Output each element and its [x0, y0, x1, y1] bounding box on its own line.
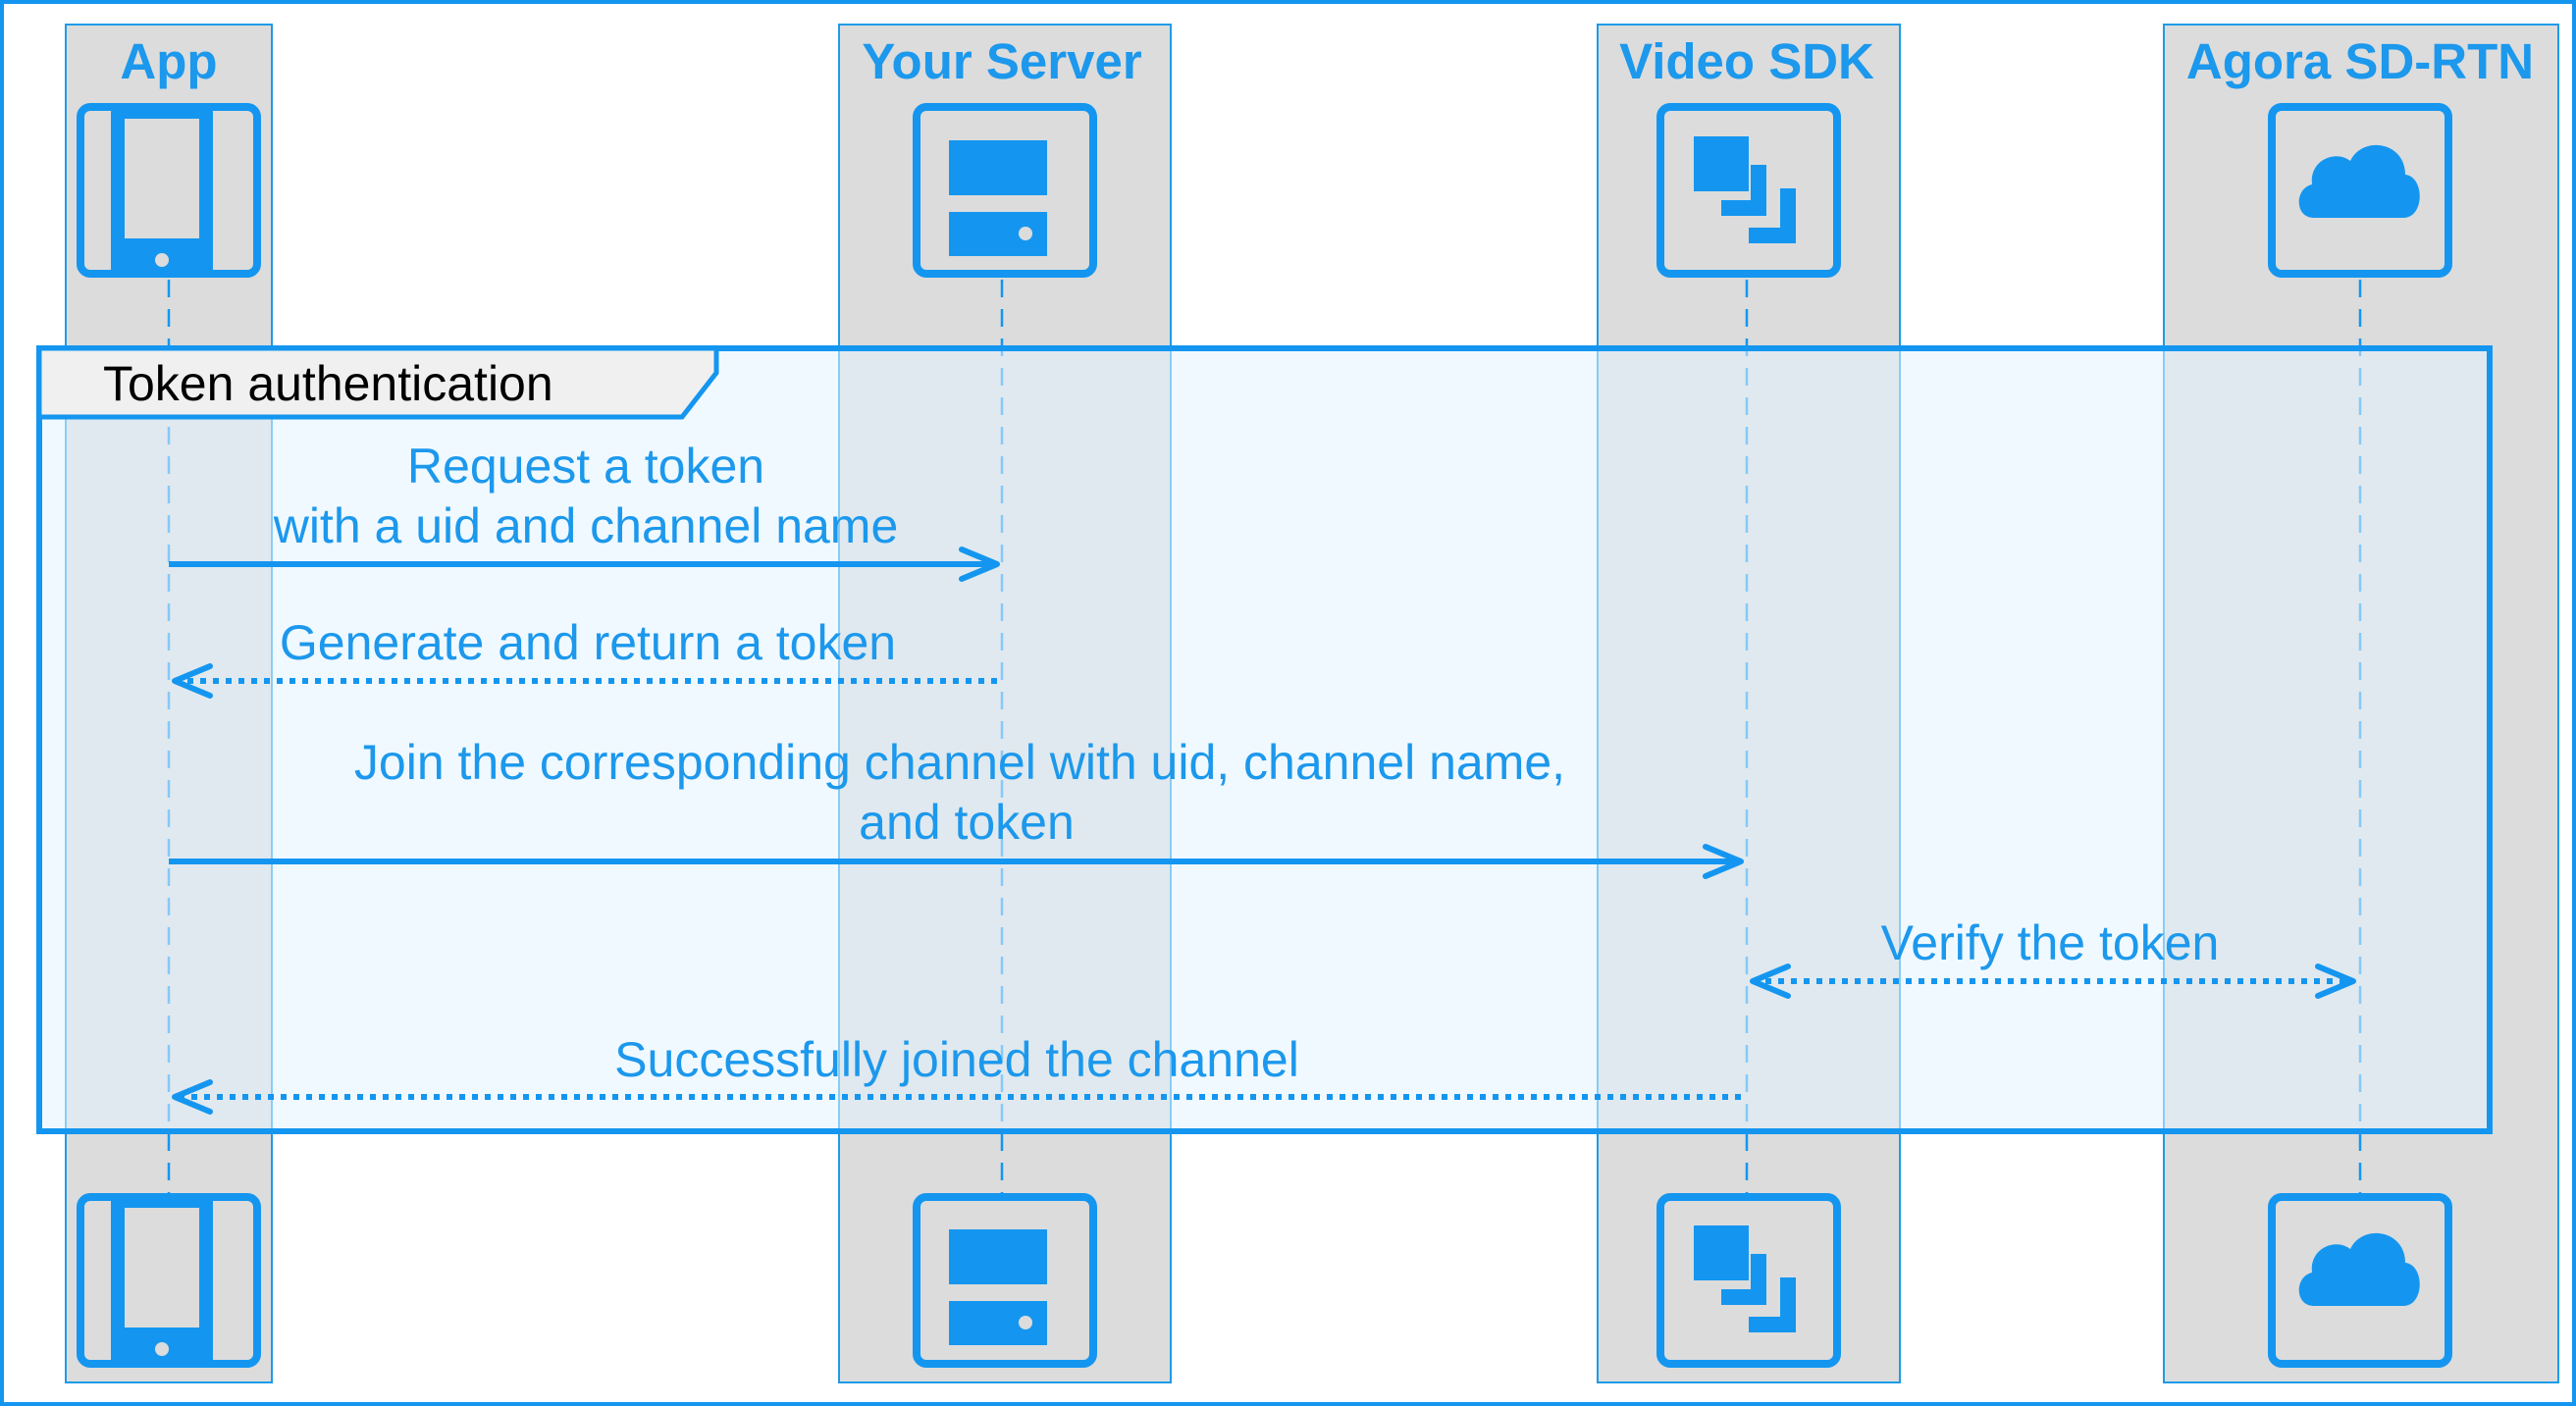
message-joined-channel: Successfully joined the channel: [172, 1032, 1741, 1115]
message-label-line: with a uid and channel name: [273, 498, 899, 553]
lane-title-server: Your Server: [862, 33, 1142, 89]
tablet-icon: [111, 105, 213, 278]
fragment-tab: [36, 345, 719, 420]
arrow-head: [172, 663, 213, 699]
message-label-line: Verify the token: [1881, 915, 2220, 970]
arrow-head: [172, 1079, 213, 1115]
arrow-head: [959, 547, 1000, 582]
message-label-line: Request a token: [407, 439, 764, 494]
tablet-icon: [111, 1194, 213, 1367]
arrow-head: [1703, 844, 1744, 879]
participant-server-bottom: [913, 1193, 1097, 1368]
message-label-line: Successfully joined the channel: [614, 1032, 1299, 1087]
arrow-head: [1750, 963, 1791, 999]
participant-app-top: [77, 103, 261, 278]
message-request-token: Request a token with a uid and channel n…: [169, 439, 1000, 582]
message-label-line: Join the corresponding channel with uid,…: [354, 735, 1565, 790]
participant-app-bottom: [77, 1193, 261, 1368]
arrow-head: [2315, 963, 2356, 999]
fragment-box: [36, 345, 2493, 1134]
message-label-line: Generate and return a token: [280, 615, 896, 670]
participant-rtn-bottom: [2268, 1193, 2452, 1368]
message-label-line: and token: [859, 795, 1075, 850]
lane-title-sdk: Video SDK: [1619, 33, 1874, 89]
message-return-token: Generate and return a token: [172, 615, 997, 699]
participant-server-top: [913, 103, 1097, 278]
lane-title-app: App: [120, 33, 217, 89]
messages: Request a token with a uid and channel n…: [169, 439, 2356, 1115]
participant-sdk-top: [1656, 103, 1841, 278]
message-join-channel: Join the corresponding channel with uid,…: [169, 735, 1744, 879]
fragment-token-authentication: Token authentication: [36, 345, 2493, 1134]
lane-title-rtn: Agora SD-RTN: [2186, 33, 2534, 89]
participant-rtn-top: [2268, 103, 2452, 278]
message-verify-token: Verify the token: [1750, 915, 2356, 999]
fragment-label: Token authentication: [103, 356, 553, 411]
participant-sdk-bottom: [1656, 1193, 1841, 1368]
